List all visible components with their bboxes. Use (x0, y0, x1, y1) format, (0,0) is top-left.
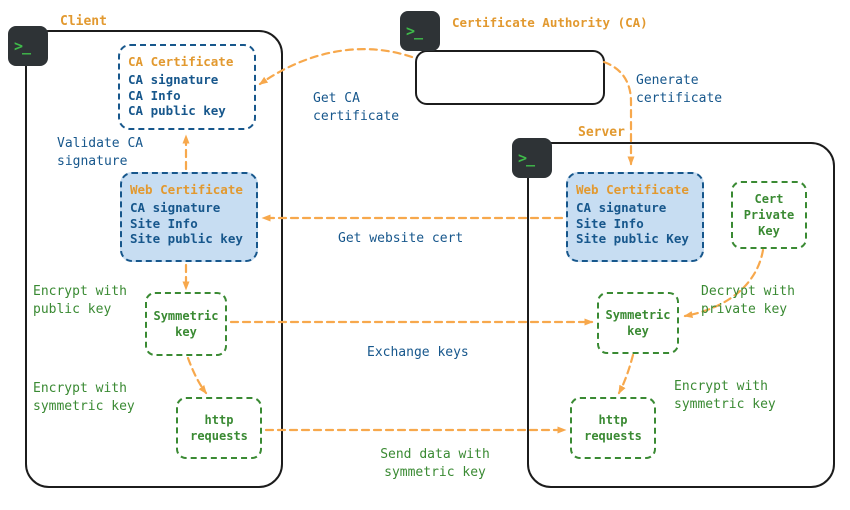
terminal-prompt: >_ (14, 37, 31, 55)
terminal-prompt: >_ (518, 149, 535, 167)
cert-line: CA Info (128, 87, 181, 103)
label-send-data-with-symmetric-key: Send data with symmetric key (380, 447, 490, 481)
ca-label: Certificate Authority (CA) (452, 15, 648, 30)
web-certificate-title: Web Certificate (130, 182, 243, 197)
cert-line: CA signature (128, 72, 219, 87)
label-get-website-cert: Get website cert (338, 231, 464, 246)
cert-line: Site public Key (576, 231, 689, 247)
label-encrypt-with-symmetric-key-client: Encrypt with symmetric key (33, 381, 135, 415)
client-label: Client (60, 14, 107, 29)
server-cert-private-key-box: Cert Private Key (731, 181, 807, 249)
client-terminal-icon: >_ (8, 26, 48, 66)
cert-line: Site public key (130, 231, 243, 247)
client-ca-certificate-box: CA Certificate CA signature CA Info CA p… (118, 44, 256, 130)
cert-line: CA signature (130, 200, 221, 215)
label-generate-certificate: Generate certificate (636, 73, 723, 107)
client-container (25, 30, 283, 488)
label-decrypt-with-private-key: Decrypt with private key (701, 284, 795, 318)
server-http-requests-box: http requests (570, 397, 656, 459)
label-encrypt-with-symmetric-key-server: Encrypt with symmetric key (674, 379, 776, 413)
server-web-certificate-box: Web Certificate CA signature Site Info S… (566, 172, 704, 262)
cert-line: CA signature (576, 200, 667, 215)
label-get-ca-certificate: Get CA certificate (313, 91, 400, 125)
ca-terminal-icon: >_ (400, 11, 440, 51)
label-exchange-keys: Exchange keys (367, 345, 469, 360)
server-terminal-icon: >_ (512, 138, 552, 178)
web-certificate-title: Web Certificate (576, 182, 689, 197)
ca-certificate-title: CA Certificate (128, 54, 234, 69)
cert-line: Site Info (130, 215, 198, 231)
server-symmetric-key-box: Symmetric key (597, 292, 679, 354)
client-symmetric-key-box: Symmetric key (145, 292, 227, 356)
client-web-certificate-box: Web Certificate CA signature Site Info S… (120, 172, 258, 262)
terminal-prompt: >_ (406, 22, 423, 40)
cert-line: Site Info (576, 215, 644, 231)
server-container (527, 142, 835, 488)
client-http-requests-box: http requests (176, 397, 262, 459)
server-label: Server (578, 125, 625, 140)
cert-line: CA public key (128, 103, 226, 119)
label-encrypt-with-public-key: Encrypt with public key (33, 284, 127, 318)
ca-container (415, 50, 605, 105)
label-validate-ca-signature: Validate CA signature (57, 136, 144, 170)
